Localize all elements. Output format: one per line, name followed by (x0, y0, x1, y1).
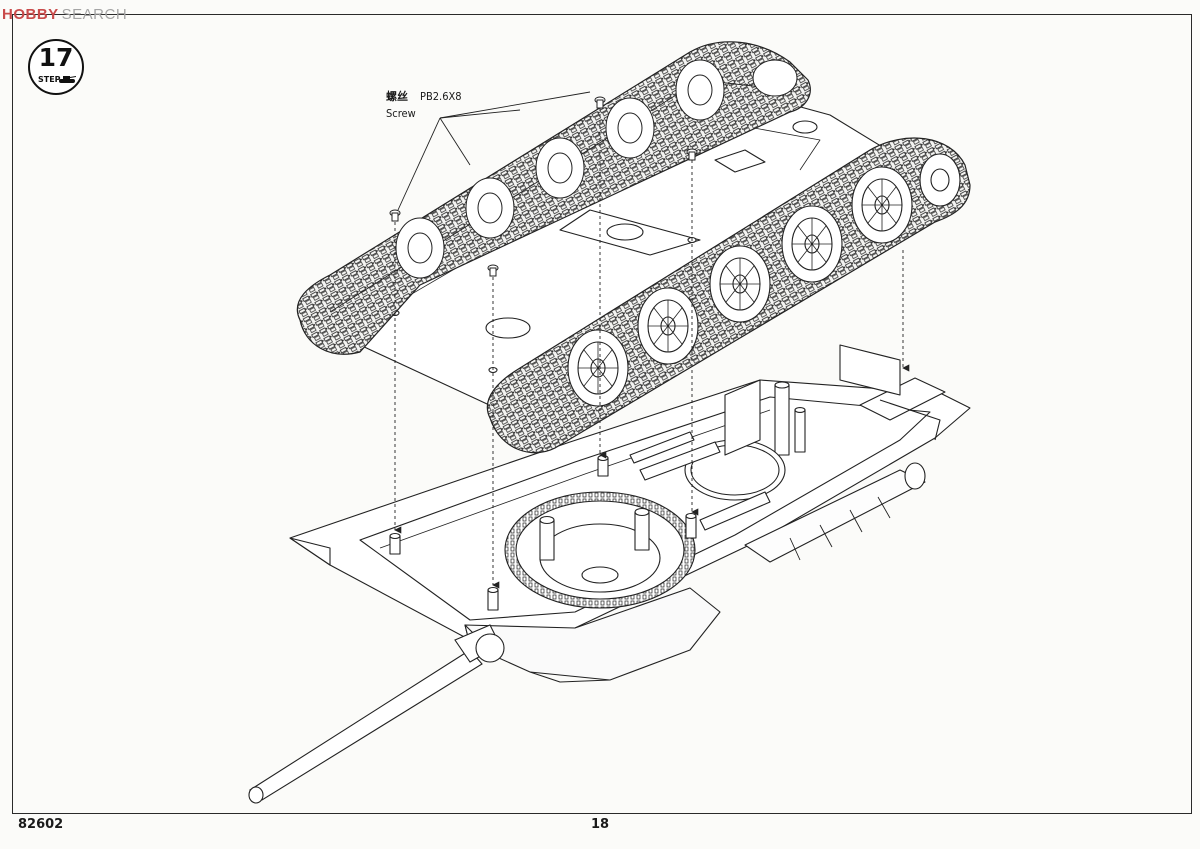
step-badge: 17 STEP (28, 39, 84, 95)
step-label: STEP (38, 75, 61, 84)
assembly-guide-lines (394, 108, 910, 589)
kit-number: 82602 (18, 817, 64, 832)
lower-hull (289, 344, 971, 683)
screw-icon (487, 264, 499, 277)
right-track-assembly (486, 137, 971, 454)
left-track-assembly (296, 41, 811, 355)
screw-callout: 螺丝 PB2.6X8 Screw (386, 88, 462, 122)
screw-label-chinese: 螺丝 (386, 90, 408, 103)
watermark-brand: HOBBY (2, 5, 59, 23)
screw-icon (594, 96, 606, 109)
step-number: 17 (38, 43, 74, 72)
watermark-search: SEARCH (61, 5, 128, 23)
tank-icon (59, 76, 76, 83)
page-number: 18 (591, 817, 610, 832)
screw-leader-lines (397, 91, 591, 211)
screw-icon (389, 209, 401, 222)
screw-icons (389, 96, 698, 277)
screw-label-english: Screw (386, 107, 416, 120)
site-watermark: HOBBY SEARCH (2, 3, 127, 25)
screw-part-code: PB2.6X8 (420, 90, 462, 103)
gun-barrel (248, 624, 505, 804)
page-frame (12, 14, 1192, 814)
screw-icon (686, 148, 698, 161)
